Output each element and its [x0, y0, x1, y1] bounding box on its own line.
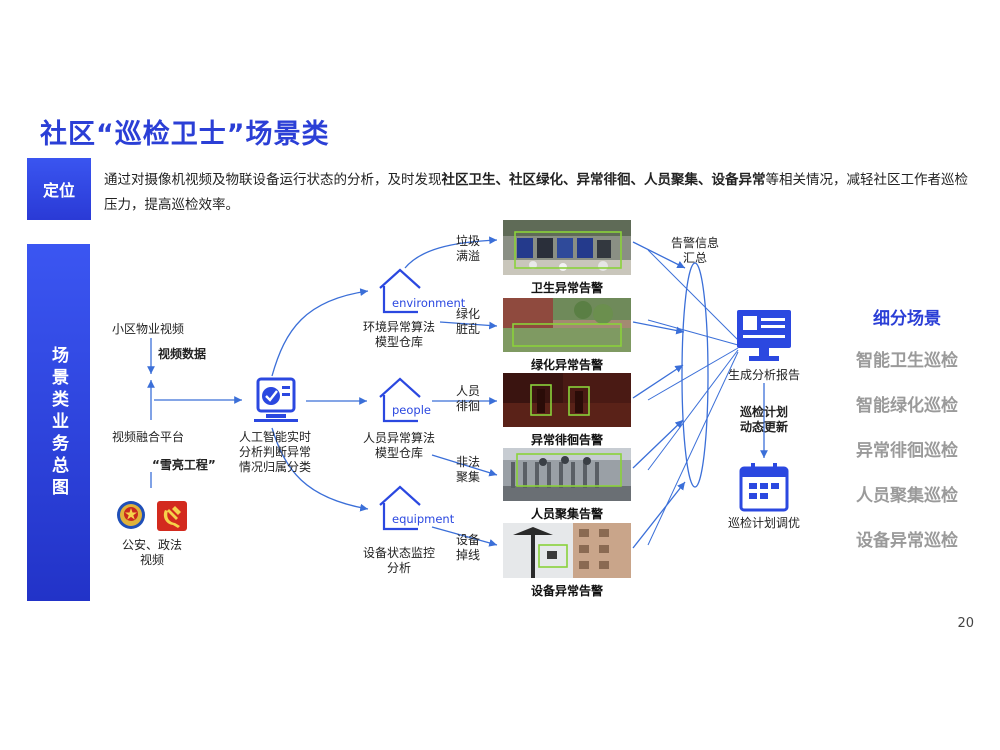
trigger-greening: 绿化脏乱: [456, 307, 480, 337]
ai-line1: 人工智能实时: [238, 430, 311, 444]
fan-line-1: [647, 249, 739, 341]
scene-item-gathering: 人员聚集巡检: [856, 486, 958, 506]
aggregate-line2: 汇总: [682, 251, 707, 265]
fan-line-4: [647, 349, 739, 471]
report-label: 生成分析报告: [727, 368, 800, 382]
loitering-alert-photo: [503, 373, 631, 427]
arrow-device-to-aggregate: [632, 481, 686, 549]
fan-line-5: [647, 351, 739, 546]
environment-repo-label: 环境异常算法模型仓库: [360, 320, 438, 350]
optimize-label: 巡检计划调优: [727, 516, 800, 530]
arrow-people-to-gathering: [431, 454, 498, 477]
environment-repo-icon-label: environment: [392, 296, 466, 310]
desc-text-after: 等相关情况，减轻社区工作者巡检压力，提高巡检效率。: [104, 172, 968, 213]
sidebar-label: 场景类业务总图: [48, 345, 68, 500]
device-alert-caption: 设备异常告警: [530, 584, 603, 598]
arrow-equipment-to-device: [431, 526, 498, 547]
property-video-label: 小区物业视频: [112, 322, 185, 336]
env-repo-line1: 环境异常算法: [362, 320, 435, 334]
arrow-ai-to-environment: [271, 288, 369, 377]
aggregate-label: 告警信息汇总: [663, 236, 727, 266]
greening-alert-caption: 绿化异常告警: [530, 358, 603, 372]
sanitation-alert-caption: 卫生异常告警: [530, 281, 603, 295]
arrow-loitering-to-aggregate: [632, 364, 684, 399]
aggregate-line1: 告警信息: [670, 236, 719, 250]
positioning-tag-box: [27, 158, 91, 220]
trigger-device-line2: 掉线: [456, 548, 481, 562]
env-repo-line2: 模型仓库: [374, 335, 423, 349]
update-line1: 巡检计划: [739, 405, 788, 419]
fan-line-2: [647, 319, 739, 346]
party-emblem-icon: [157, 501, 187, 531]
xueliang-label: “雪亮工程”: [152, 458, 216, 472]
positioning-description: 通过对摄像机视频及物联设备运行状态的分析，及时发现社区卫生、社区绿化、异常徘徊、…: [104, 168, 976, 218]
trigger-device-line1: 设备: [456, 533, 481, 547]
trigger-gathering: 非法聚集: [456, 455, 480, 485]
trigger-loitering-line2: 徘徊: [456, 399, 481, 413]
people-repo-line2: 模型仓库: [374, 446, 423, 460]
trigger-loitering: 人员徘徊: [456, 384, 480, 414]
gathering-alert-photo: [503, 448, 631, 501]
people-repo-icon-label: people: [392, 403, 431, 417]
loitering-alert-caption: 异常徘徊告警: [530, 433, 603, 447]
trigger-gathering-line2: 聚集: [456, 470, 481, 484]
arrow-ai-to-equipment: [271, 427, 369, 512]
ai-line2: 分析判断异常: [238, 445, 311, 459]
fan-line-3: [647, 347, 739, 401]
video-data-label: 视频数据: [158, 347, 207, 361]
update-line2: 动态更新: [739, 420, 788, 434]
scenes-title: 细分场景: [873, 309, 941, 329]
trigger-gathering-line1: 非法: [456, 455, 481, 469]
arrow-greening-to-aggregate: [632, 321, 685, 335]
trigger-sanitation-line2: 满溢: [456, 249, 481, 263]
people-repo-label: 人员异常算法模型仓库: [360, 431, 438, 461]
page-number: 20: [957, 616, 974, 631]
people-repo-house-icon: [379, 377, 421, 423]
arrow-env-to-greening: [439, 321, 498, 330]
scene-item-greening: 智能绿化巡检: [856, 396, 958, 416]
police-emblem-icon: [117, 501, 145, 529]
report-monitor-icon: [737, 310, 791, 361]
police-video-line1: 公安、政法: [121, 538, 182, 552]
environment-repo-house-icon: [379, 268, 421, 314]
sanitation-alert-photo: [503, 220, 631, 275]
device-alert-photo: [503, 523, 631, 578]
trigger-device: 设备掉线: [456, 533, 480, 563]
scene-item-loitering: 异常徘徊巡检: [856, 441, 958, 461]
desc-text-before: 通过对摄像机视频及物联设备运行状态的分析，及时发现: [104, 172, 442, 188]
police-video-line2: 视频: [139, 553, 164, 567]
trigger-sanitation-line1: 垃圾: [456, 234, 481, 248]
equipment-repo-label: 设备状态监控分析: [360, 546, 438, 576]
calendar-icon: [739, 463, 789, 512]
equipment-repo-line2: 分析: [386, 561, 411, 575]
ai-analysis-icon: [254, 377, 298, 422]
scene-item-sanitation: 智能卫生巡检: [856, 351, 958, 371]
gathering-alert-caption: 人员聚集告警: [530, 507, 603, 521]
arrow-gathering-to-aggregate: [632, 419, 684, 469]
desc-text-bold: 社区卫生、社区绿化、异常徘徊、人员聚集、设备异常: [441, 172, 766, 188]
page-title: 社区“巡检卫士”场景类: [40, 119, 330, 150]
greening-alert-photo: [503, 298, 631, 352]
arrow-sanitation-to-aggregate: [632, 241, 686, 269]
scene-item-device: 设备异常巡检: [856, 531, 958, 551]
trigger-greening-line2: 脏乱: [456, 322, 481, 336]
people-repo-line1: 人员异常算法: [362, 431, 435, 445]
equipment-repo-line1: 设备状态监控: [362, 546, 435, 560]
arrow-env-to-sanitation: [404, 236, 498, 269]
trigger-greening-line1: 绿化: [456, 307, 481, 321]
fusion-platform-label: 视频融合平台: [112, 430, 185, 444]
trigger-sanitation: 垃圾满溢: [456, 234, 480, 264]
police-video-label: 公安、政法视频: [118, 538, 186, 568]
positioning-tag: 定位: [42, 181, 75, 200]
ai-line3: 情况归属分类: [238, 460, 311, 474]
equipment-repo-house-icon: [379, 485, 421, 531]
trigger-loitering-line1: 人员: [456, 384, 481, 398]
sidebar-panel: [27, 244, 90, 601]
update-label: 巡检计划动态更新: [734, 405, 794, 435]
equipment-repo-icon-label: equipment: [392, 512, 455, 526]
ai-analysis-label: 人工智能实时分析判断异常情况归属分类: [232, 430, 318, 475]
aggregate-ellipse: [681, 262, 709, 488]
